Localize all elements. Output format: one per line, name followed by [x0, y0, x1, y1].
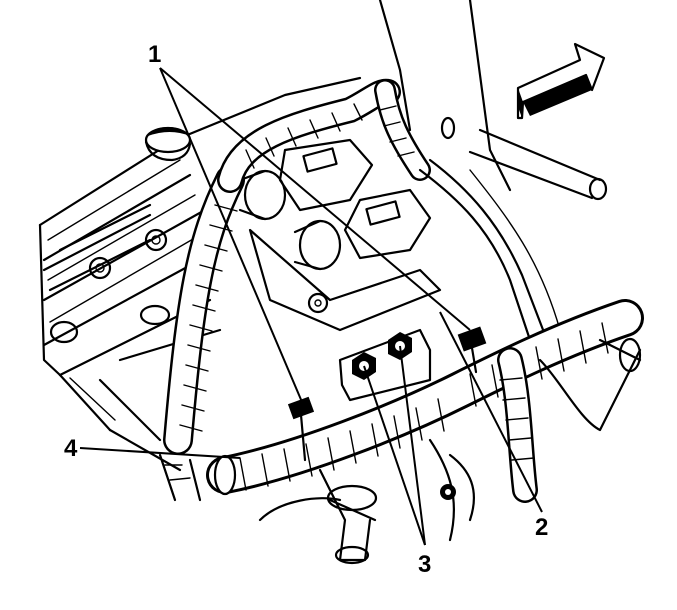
cylinder-head: [38, 76, 362, 472]
leader-lines: [79, 67, 543, 546]
callout-2: 2: [535, 514, 548, 541]
lower-fittings: [158, 438, 475, 565]
wiring-harness-left: [163, 78, 401, 455]
harness-clip-right: [457, 326, 487, 374]
harness-bracket: [338, 328, 432, 402]
harness-clip-left: [287, 396, 315, 462]
callout-1: 1: [148, 41, 161, 68]
oil-filler-cap: [144, 126, 192, 162]
callout-3: 3: [418, 551, 431, 578]
wiring-harness-upper-right: [374, 0, 608, 342]
direction-arrow-icon: [516, 42, 606, 120]
callout-4: 4: [64, 435, 78, 462]
